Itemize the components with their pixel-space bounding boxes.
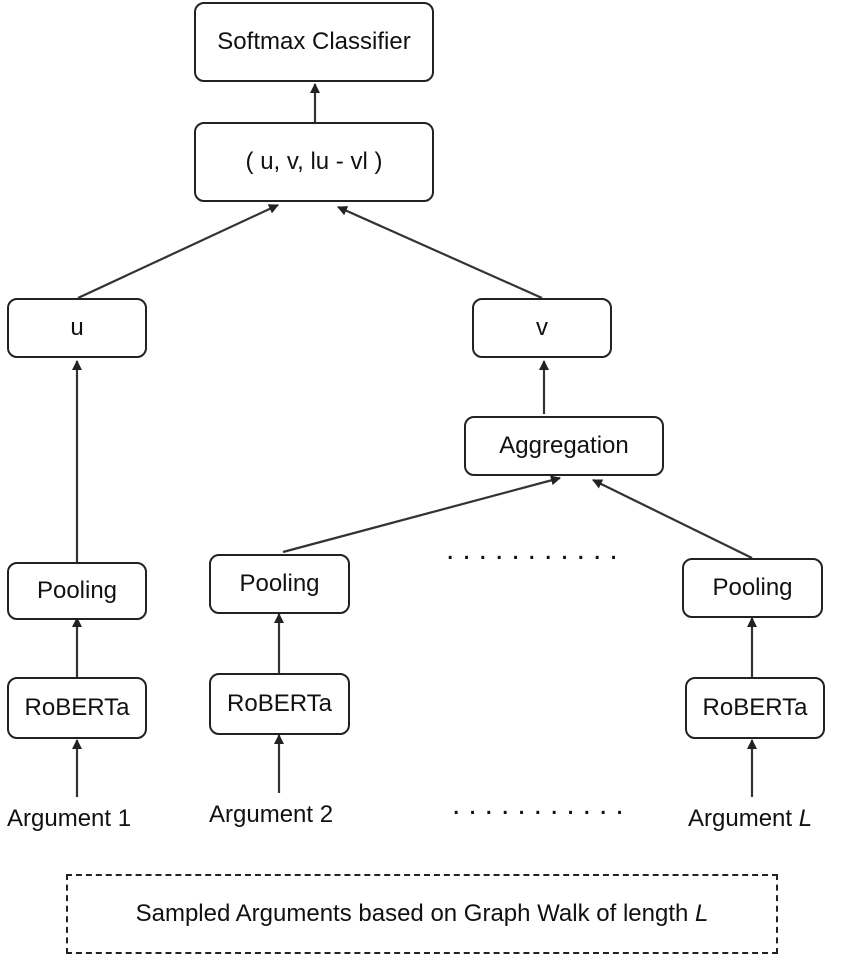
concat-node: ( u, v, lu - vl )	[194, 122, 434, 202]
pooling-node-1: Pooling	[7, 562, 147, 620]
edge-pool2-agg	[282, 475, 561, 554]
u-node: u	[7, 298, 147, 358]
roberta-node-2: RoBERTa	[209, 673, 350, 735]
argument-L-prefix: Argument	[688, 805, 793, 832]
edge-v-concat	[337, 205, 543, 300]
argument-L-label: Argument L	[688, 805, 812, 833]
argument-2-label: Argument 2	[209, 801, 334, 828]
caption-variable: L	[695, 900, 709, 927]
roberta-label: RoBERTa	[24, 694, 130, 721]
pooling-label: Pooling	[36, 577, 118, 604]
concat-label: ( u, v, lu - vl )	[245, 148, 383, 175]
caption-text: Sampled Arguments based on Graph Walk of…	[135, 900, 689, 927]
pooling-label: Pooling	[712, 574, 793, 601]
roberta-label: RoBERTa	[227, 690, 332, 717]
roberta-node-L: RoBERTa	[685, 677, 825, 739]
edge-u-concat	[77, 204, 279, 299]
roberta-node-1: RoBERTa	[7, 677, 147, 739]
pooling-node-2: Pooling	[209, 554, 350, 614]
softmax-classifier-label: Softmax Classifier	[217, 28, 411, 55]
softmax-classifier-node: Softmax Classifier	[194, 2, 434, 82]
argument-L-variable: L	[798, 805, 813, 832]
edge-poolL-agg	[592, 479, 753, 559]
v-label: v	[536, 314, 548, 341]
aggregation-node: Aggregation	[464, 416, 664, 476]
ellipsis-arguments: ...........	[452, 788, 632, 821]
ellipsis-pooling: ...........	[446, 533, 626, 566]
pooling-label: Pooling	[239, 570, 320, 597]
v-node: v	[472, 298, 612, 358]
roberta-label: RoBERTa	[702, 694, 808, 721]
aggregation-label: Aggregation	[499, 432, 629, 459]
u-label: u	[70, 314, 84, 341]
pooling-node-L: Pooling	[682, 558, 823, 618]
argument-1-label: Argument 1	[7, 805, 132, 832]
sampled-arguments-caption: Sampled Arguments based on Graph Walk of…	[66, 874, 778, 954]
